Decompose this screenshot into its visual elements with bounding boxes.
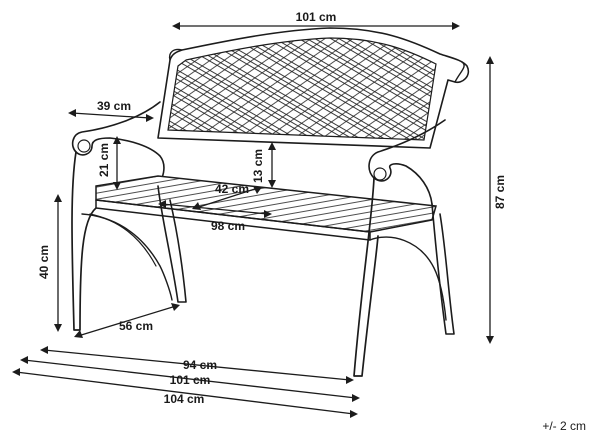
- leg-front-right: [353, 177, 379, 377]
- label-seat-width: 98 cm: [211, 219, 245, 233]
- label-seat-depth: 42 cm: [215, 182, 249, 196]
- label-armrest-depth: 39 cm: [97, 99, 131, 113]
- dim-seat-height: 40 cm: [37, 194, 62, 332]
- armrest-left: [71, 101, 165, 187]
- tolerance-note: +/- 2 cm: [542, 419, 586, 433]
- dim-bottom-94: 94 cm: [40, 346, 354, 384]
- label-armrest-height: 21 cm: [97, 143, 111, 177]
- label-bottom-101: 101 cm: [170, 373, 211, 387]
- dim-armrest-depth: 39 cm: [68, 99, 154, 122]
- arch-inner: [89, 213, 157, 267]
- armrest-left-scroll: [77, 139, 91, 153]
- label-height: 87 cm: [493, 175, 507, 209]
- leg-front-left: [71, 151, 97, 331]
- dim-bottom-101: 101 cm: [20, 356, 360, 402]
- dim-leg-depth: 56 cm: [74, 303, 180, 338]
- armrest-right-scroll: [373, 167, 387, 181]
- dim-seat-depth: 42 cm: [192, 182, 262, 210]
- backrest-frame: [157, 27, 470, 149]
- label-bottom-104: 104 cm: [164, 392, 205, 406]
- label-seat-height: 40 cm: [37, 245, 51, 279]
- dim-height: 87 cm: [486, 56, 507, 344]
- leg-back-left: [157, 185, 187, 303]
- bench-illustration: [71, 27, 470, 377]
- dim-backrest-gap: 13 cm: [251, 142, 276, 188]
- backrest-curl-left: [168, 48, 183, 61]
- label-top-width: 101 cm: [296, 10, 337, 24]
- dim-bottom-104: 104 cm: [12, 368, 358, 418]
- arch-left: [81, 213, 173, 301]
- dim-seat-width: 98 cm: [158, 200, 272, 233]
- dim-top-width: 101 cm: [172, 10, 460, 30]
- arch-right: [369, 236, 447, 321]
- dim-armrest-height: 21 cm: [97, 136, 121, 190]
- backrest-curl-right: [454, 61, 465, 83]
- label-bottom-94: 94 cm: [183, 358, 217, 372]
- label-leg-depth: 56 cm: [119, 319, 153, 333]
- leg-back-right: [431, 203, 455, 335]
- armrest-right: [368, 119, 446, 205]
- label-backrest-gap: 13 cm: [251, 149, 265, 183]
- seat: [95, 175, 437, 233]
